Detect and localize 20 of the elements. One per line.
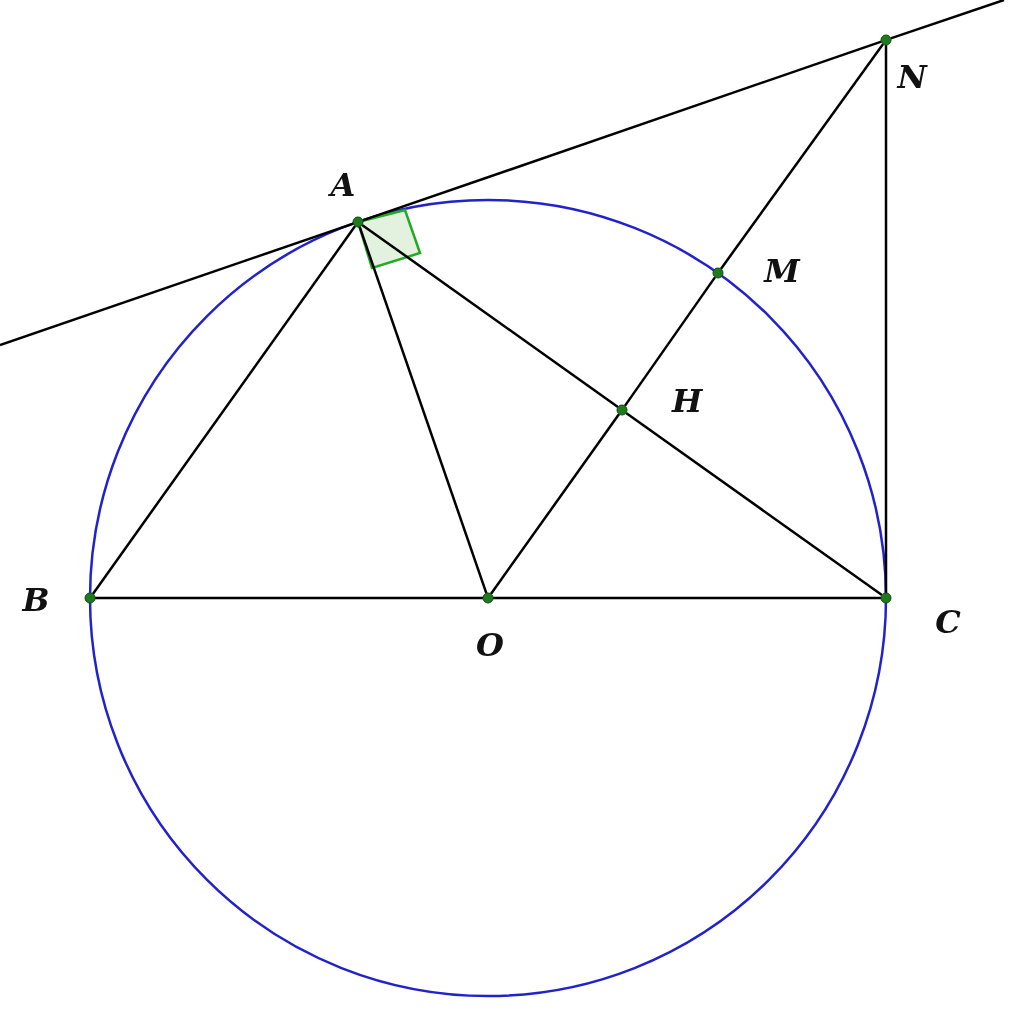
point-label: H [671,382,703,420]
line-segment [0,222,354,347]
line-segment [719,43,885,270]
line-segment [890,0,1005,40]
point-label: O [476,626,504,664]
point-label: B [22,581,50,619]
line-segment [489,413,621,595]
line-segment [362,40,882,222]
line-segment [884,45,888,593]
line-segment [361,223,619,409]
point-label: C [935,603,961,641]
line-segment [91,225,357,595]
point-label: M [764,252,800,290]
line-segment [358,226,488,594]
line-segment [493,596,881,600]
line-segment [623,276,717,407]
line-segment [95,596,483,600]
point-label: A [330,166,356,204]
line-segment [625,411,883,597]
point-label: N [897,58,927,96]
